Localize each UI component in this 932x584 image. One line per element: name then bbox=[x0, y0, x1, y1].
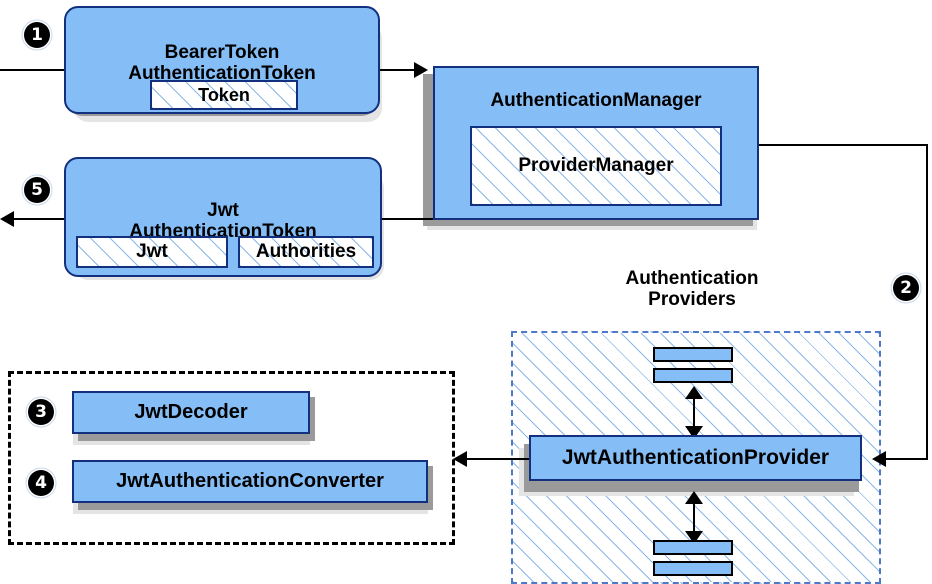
step-badge-3: 3 bbox=[28, 399, 54, 425]
jwt-token-outgoing-line bbox=[10, 218, 68, 220]
manager-to-provider-line-top bbox=[759, 144, 928, 146]
provider-to-support-arrowhead bbox=[453, 451, 467, 467]
authentication-providers-label: Authentication Providers bbox=[562, 268, 822, 311]
authentication-manager-title: AuthenticationManager bbox=[490, 90, 702, 111]
jwt-token-title-line1: Jwt bbox=[207, 199, 239, 221]
provider-placeholder-bar-top-1 bbox=[653, 347, 733, 362]
provider-placeholder-bar-top-2 bbox=[653, 368, 733, 383]
jwt-authentication-converter-box[interactable]: JwtAuthenticationConverter bbox=[72, 460, 428, 503]
manager-to-provider-line-bottom bbox=[885, 458, 928, 460]
provider-link-line-top bbox=[693, 392, 695, 432]
step-badge-5: 5 bbox=[24, 177, 50, 203]
jwt-token-inner-authorities-box: Authorities bbox=[238, 236, 374, 268]
provider-placeholder-bar-bottom-2 bbox=[653, 561, 733, 576]
manager-to-provider-line-vertical bbox=[926, 144, 928, 459]
authentication-providers-label-line1: Authentication bbox=[625, 268, 759, 289]
jwt-authentication-provider-title: JwtAuthenticationProvider bbox=[561, 446, 830, 470]
bearer-token-title: BearerToken AuthenticationToken bbox=[120, 42, 324, 85]
step-badge-2: 2 bbox=[893, 275, 919, 301]
bearer-to-manager-line bbox=[380, 69, 420, 71]
bearer-token-title-line2: AuthenticationToken bbox=[128, 63, 316, 84]
authentication-providers-label-line2: Providers bbox=[648, 289, 736, 311]
incoming-request-line bbox=[0, 69, 68, 71]
jwt-decoder-box[interactable]: JwtDecoder bbox=[72, 391, 310, 434]
bearer-token-inner-token-box: Token bbox=[150, 80, 298, 110]
jwt-authentication-converter-title: JwtAuthenticationConverter bbox=[116, 470, 384, 493]
provider-link-line-bottom bbox=[693, 497, 695, 537]
provider-placeholder-bar-bottom-1 bbox=[653, 540, 733, 555]
manager-to-provider-arrowhead bbox=[872, 451, 886, 467]
provider-manager-inner-box: ProviderManager bbox=[470, 126, 722, 206]
step-badge-4: 4 bbox=[28, 470, 54, 496]
provider-link-arrow-bottom-up bbox=[685, 491, 703, 504]
jwt-decoder-title: JwtDecoder bbox=[134, 401, 248, 424]
bearer-to-manager-arrowhead bbox=[414, 62, 428, 78]
bearer-token-title-line1: BearerToken bbox=[164, 41, 280, 63]
jwt-authentication-provider-box[interactable]: JwtAuthenticationProvider bbox=[529, 435, 862, 481]
jwt-token-outgoing-arrowhead bbox=[0, 211, 14, 227]
step-badge-1: 1 bbox=[24, 22, 50, 48]
manager-to-jwt-token-line bbox=[382, 218, 433, 220]
provider-to-support-line bbox=[466, 458, 529, 460]
provider-link-arrow-top-up bbox=[685, 386, 703, 399]
jwt-token-inner-jwt-box: Jwt bbox=[76, 236, 228, 268]
